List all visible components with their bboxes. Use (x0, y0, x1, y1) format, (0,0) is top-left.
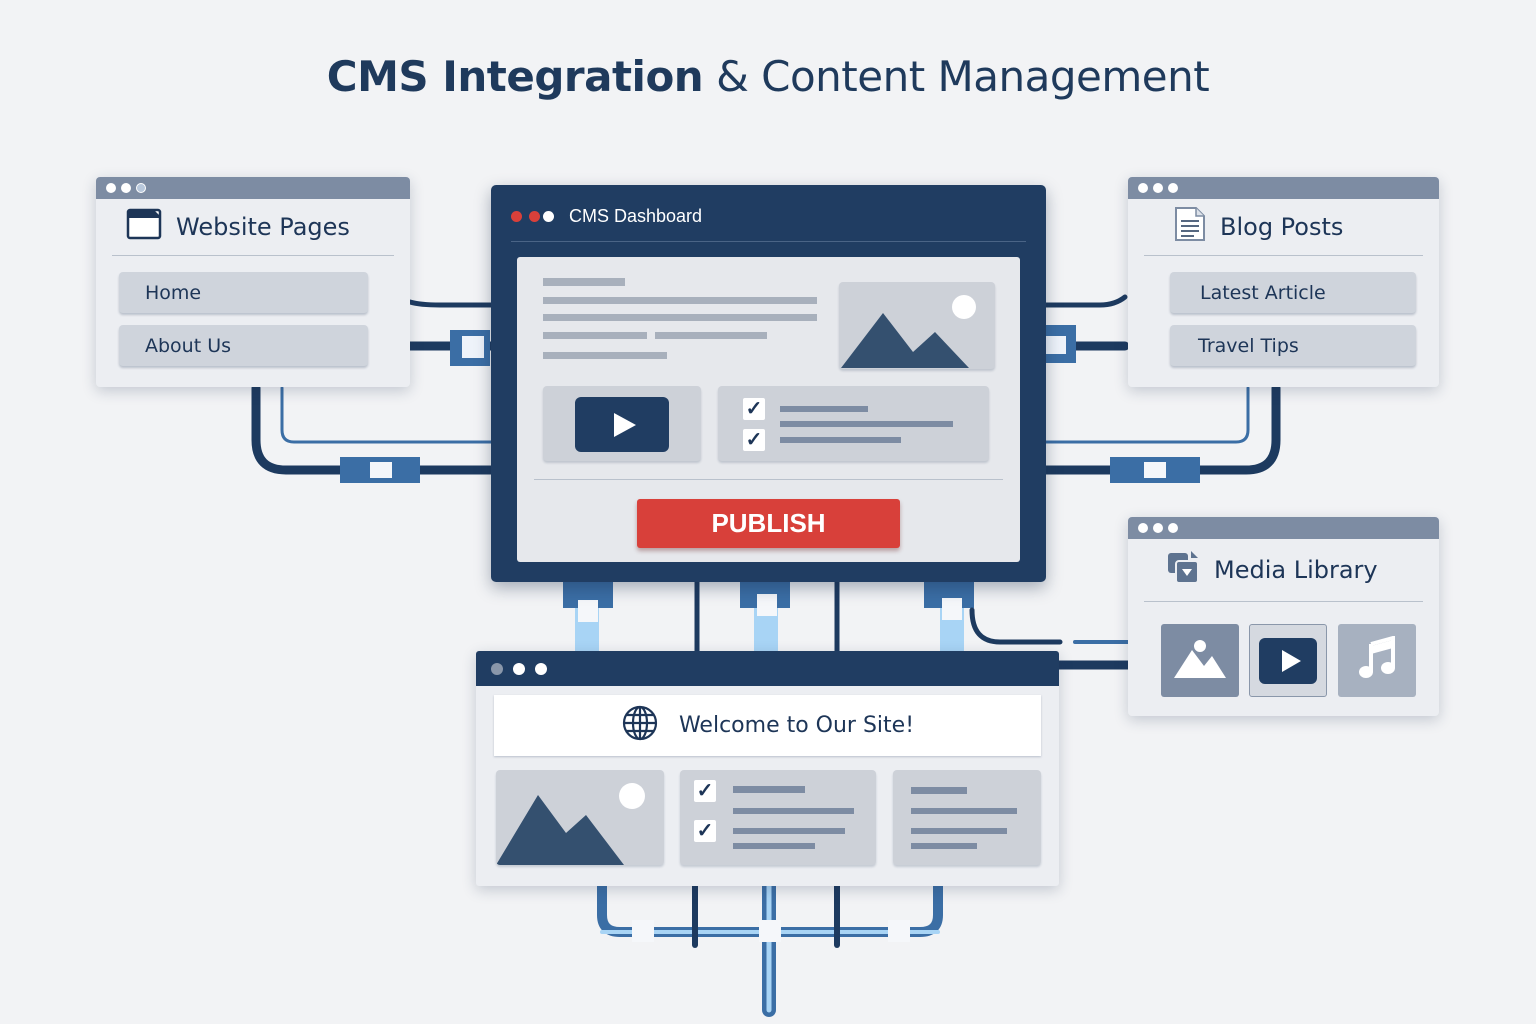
image-icon (1172, 636, 1228, 685)
text-placeholder (780, 437, 901, 443)
website-pages-window: Website Pages Home About Us (96, 177, 410, 387)
video-placeholder (543, 386, 701, 461)
text-placeholder (733, 828, 845, 834)
text-placeholder (733, 843, 815, 849)
media-tile-image[interactable] (1161, 624, 1239, 697)
text-placeholder (543, 352, 667, 359)
welcome-banner: Welcome to Our Site! (494, 695, 1041, 756)
image-icon (496, 783, 664, 865)
divider (112, 255, 394, 256)
window-dot (1168, 523, 1178, 533)
blog-item-label: Travel Tips (1198, 334, 1299, 357)
window-dot (511, 210, 522, 222)
website-pages-heading: Website Pages (176, 213, 350, 241)
window-titlebar (96, 177, 410, 199)
title-light: & Content Management (716, 52, 1210, 101)
media-tile-video[interactable] (1249, 624, 1327, 697)
blog-posts-window: Blog Posts Latest Article Travel Tips (1128, 177, 1439, 387)
divider (1144, 601, 1423, 602)
image-placeholder (496, 770, 664, 865)
window-titlebar (1128, 177, 1439, 199)
image-icon (839, 295, 995, 373)
text-placeholder (733, 786, 805, 793)
publish-button[interactable]: PUBLISH (637, 499, 900, 548)
media-library-window: Media Library (1128, 517, 1439, 716)
text-placeholder (911, 828, 1007, 834)
divider (1144, 255, 1423, 256)
checkbox-icon: ✓ (743, 398, 765, 420)
window-titlebar (1128, 517, 1439, 539)
page-item-label: Home (145, 281, 202, 304)
blog-posts-heading: Blog Posts (1220, 213, 1344, 241)
website-preview-window: Welcome to Our Site! ✓ ✓ (476, 651, 1059, 886)
divider (511, 241, 1026, 242)
document-icon (1174, 206, 1206, 248)
window-titlebar (476, 651, 1059, 686)
text-placeholder (543, 297, 817, 304)
video-play-icon (575, 397, 669, 452)
image-placeholder (839, 282, 995, 369)
dashboard-content: ✓ ✓ PUBLISH (517, 257, 1020, 562)
checklist-placeholder: ✓ ✓ (718, 386, 989, 461)
text-placeholder (780, 421, 953, 427)
checkbox-icon: ✓ (694, 780, 716, 802)
music-note-icon (1357, 635, 1397, 685)
window-dot (543, 210, 554, 222)
window-dot (535, 662, 547, 675)
cms-dashboard-window: CMS Dashboard ✓ ✓ PUBLISH (491, 185, 1046, 582)
window-dot (513, 662, 525, 675)
window-dot (136, 183, 146, 193)
divider (534, 479, 1003, 480)
text-card-placeholder (893, 770, 1041, 865)
checkbox-icon: ✓ (743, 429, 765, 451)
media-library-heading: Media Library (1214, 556, 1378, 584)
media-tile-audio[interactable] (1338, 624, 1416, 697)
media-files-icon (1166, 549, 1200, 591)
text-placeholder (655, 332, 767, 339)
blog-item-label: Latest Article (1200, 281, 1326, 304)
text-placeholder (543, 332, 647, 339)
window-dot (1138, 183, 1148, 193)
window-dot (1153, 183, 1163, 193)
checkbox-icon: ✓ (694, 820, 716, 842)
page-item-label: About Us (145, 334, 232, 357)
browser-window-icon (126, 208, 162, 246)
welcome-text: Welcome to Our Site! (678, 713, 915, 738)
page-item-home[interactable]: Home (119, 272, 368, 313)
page-title: CMS Integration & Content Management (0, 52, 1536, 101)
video-play-icon (1259, 637, 1317, 684)
checklist-placeholder: ✓ ✓ (680, 770, 876, 865)
text-placeholder (911, 787, 967, 794)
text-placeholder (543, 278, 625, 286)
page-item-about-us[interactable]: About Us (119, 325, 368, 366)
blog-item-travel-tips[interactable]: Travel Tips (1170, 325, 1416, 366)
window-dot (1168, 183, 1178, 193)
dashboard-title: CMS Dashboard (569, 205, 703, 226)
text-placeholder (733, 808, 854, 814)
window-dot (1138, 523, 1148, 533)
blog-item-latest-article[interactable]: Latest Article (1170, 272, 1416, 313)
window-dot (1153, 523, 1163, 533)
title-bold: CMS Integration (326, 52, 704, 101)
window-dot (529, 210, 540, 222)
text-placeholder (780, 406, 868, 412)
dashboard-titlebar: CMS Dashboard (491, 185, 1046, 247)
text-placeholder (911, 808, 1017, 814)
globe-icon (621, 704, 659, 748)
text-placeholder (911, 843, 977, 849)
window-dot (121, 183, 131, 193)
text-placeholder (543, 314, 817, 321)
window-dot (491, 662, 503, 675)
window-dot (106, 183, 116, 193)
